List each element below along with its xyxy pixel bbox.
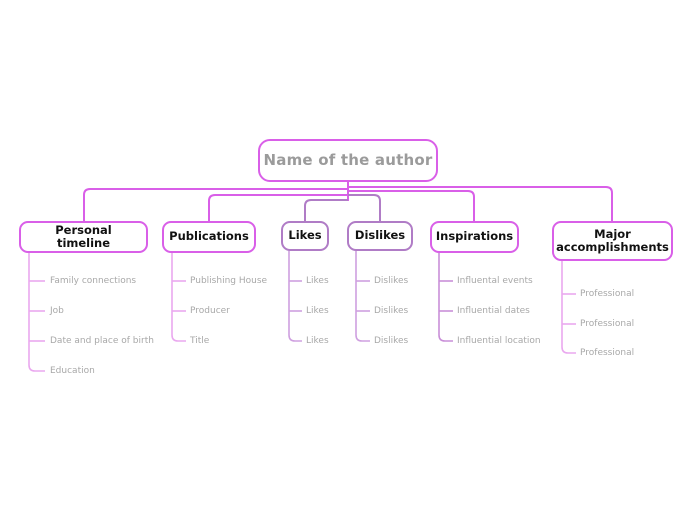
leaf-major-accomplishments-0[interactable]: Professional [580, 289, 635, 299]
node-major-accomplishments[interactable]: Major accomplishments [552, 221, 673, 261]
node-major-accomplishments-label: Major accomplishments [556, 226, 669, 254]
leaf-publications-1[interactable]: Producer [190, 306, 230, 316]
bus-line-personal-timeline [83, 188, 348, 221]
leaf-inspirations-1[interactable]: Influential dates [457, 306, 530, 316]
leaf-inspirations-0[interactable]: Influental events [457, 276, 533, 286]
leaf-personal-timeline-0[interactable]: Family connections [50, 276, 137, 286]
leaf-likes-0[interactable]: Likes [306, 276, 329, 286]
node-likes-label: Likes [288, 228, 322, 243]
node-root[interactable]: Name of the author [258, 139, 438, 182]
leaf-spine-dislikes [355, 251, 370, 342]
leaf-dislikes-2[interactable]: Dislikes [374, 336, 409, 346]
bus-line-likes [304, 199, 348, 221]
leaf-spine-publications [171, 253, 186, 342]
leaf-major-accomplishments-1[interactable]: Professional [580, 319, 635, 329]
leaf-inspirations-2[interactable]: Influential location [457, 336, 541, 346]
bus-line-dislikes [348, 194, 381, 221]
node-likes[interactable]: Likes [281, 221, 329, 251]
bus-line-inspirations [348, 190, 475, 221]
leaf-spine-inspirations [438, 253, 453, 342]
node-dislikes-label: Dislikes [354, 228, 406, 243]
node-dislikes[interactable]: Dislikes [347, 221, 413, 251]
leaf-dislikes-0[interactable]: Dislikes [374, 276, 409, 286]
leaf-spine-major-accomplishments [561, 261, 576, 354]
leaf-likes-1[interactable]: Likes [306, 306, 329, 316]
leaf-spine-likes [288, 251, 302, 342]
leaf-major-accomplishments-2[interactable]: Professional [580, 348, 635, 358]
node-inspirations-label: Inspirations [435, 229, 514, 244]
node-root-label: Name of the author [263, 150, 433, 169]
leaf-personal-timeline-3[interactable]: Education [50, 366, 95, 376]
bus-line-publications [208, 194, 348, 221]
leaf-spine-personal-timeline [28, 253, 45, 372]
leaf-personal-timeline-2[interactable]: Date and place of birth [50, 336, 154, 346]
leaf-dislikes-1[interactable]: Dislikes [374, 306, 409, 316]
node-publications-label: Publications [169, 229, 249, 244]
leaf-personal-timeline-1[interactable]: Job [50, 306, 64, 316]
leaf-likes-2[interactable]: Likes [306, 336, 329, 346]
leaf-publications-2[interactable]: Title [190, 336, 210, 346]
bus-line-major-accomplishments [348, 186, 613, 221]
node-publications[interactable]: Publications [162, 221, 256, 253]
node-personal-timeline-label: Personal timeline [55, 222, 112, 250]
leaf-publications-0[interactable]: Publishing House [190, 276, 268, 286]
node-personal-timeline[interactable]: Personal timeline [19, 221, 148, 253]
node-inspirations[interactable]: Inspirations [430, 221, 519, 253]
